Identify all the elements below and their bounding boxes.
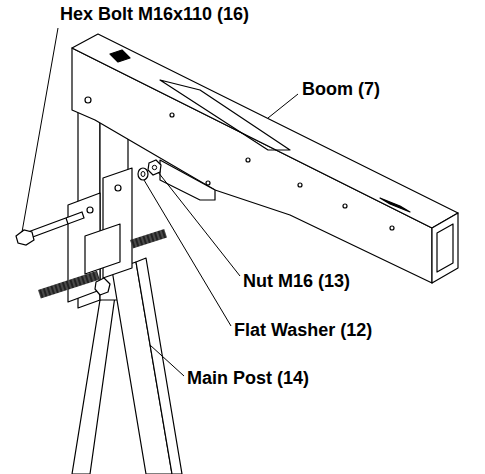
flat-washer-hole — [141, 172, 145, 177]
hole — [206, 181, 210, 185]
hole — [390, 226, 394, 230]
post-edge — [136, 258, 182, 474]
callout-label: Flat Washer (12) — [232, 320, 374, 341]
boom-pad — [380, 198, 410, 212]
threaded-stud — [130, 229, 167, 249]
bracket-block — [85, 224, 120, 274]
flat-washer — [138, 168, 148, 180]
boom-pad — [110, 50, 130, 62]
callout-label: Hex Bolt M16x110 (16) — [58, 4, 251, 25]
hole — [246, 158, 250, 162]
threaded-stud — [38, 271, 100, 299]
boom-end — [432, 213, 458, 283]
boom-opening — [437, 224, 453, 272]
callout-label: Nut M16 (13) — [241, 271, 352, 292]
hole — [298, 183, 302, 187]
hole — [115, 185, 121, 191]
rear-leg — [72, 296, 115, 474]
nut-hole — [152, 165, 156, 169]
leader-line — [268, 94, 298, 118]
boom-taper — [160, 80, 290, 150]
callout-label: Main Post (14) — [185, 368, 311, 389]
nut — [95, 278, 110, 295]
hole — [87, 207, 93, 213]
callout-label: Boom (7) — [300, 79, 382, 100]
leader-line — [150, 345, 184, 376]
hole — [343, 204, 347, 208]
hole — [170, 113, 174, 117]
hole — [85, 97, 91, 103]
leader-line — [22, 28, 58, 232]
leader-line — [144, 180, 231, 326]
hex-bolt — [16, 212, 84, 245]
boom-side — [72, 48, 432, 283]
boom-plate — [160, 160, 215, 200]
